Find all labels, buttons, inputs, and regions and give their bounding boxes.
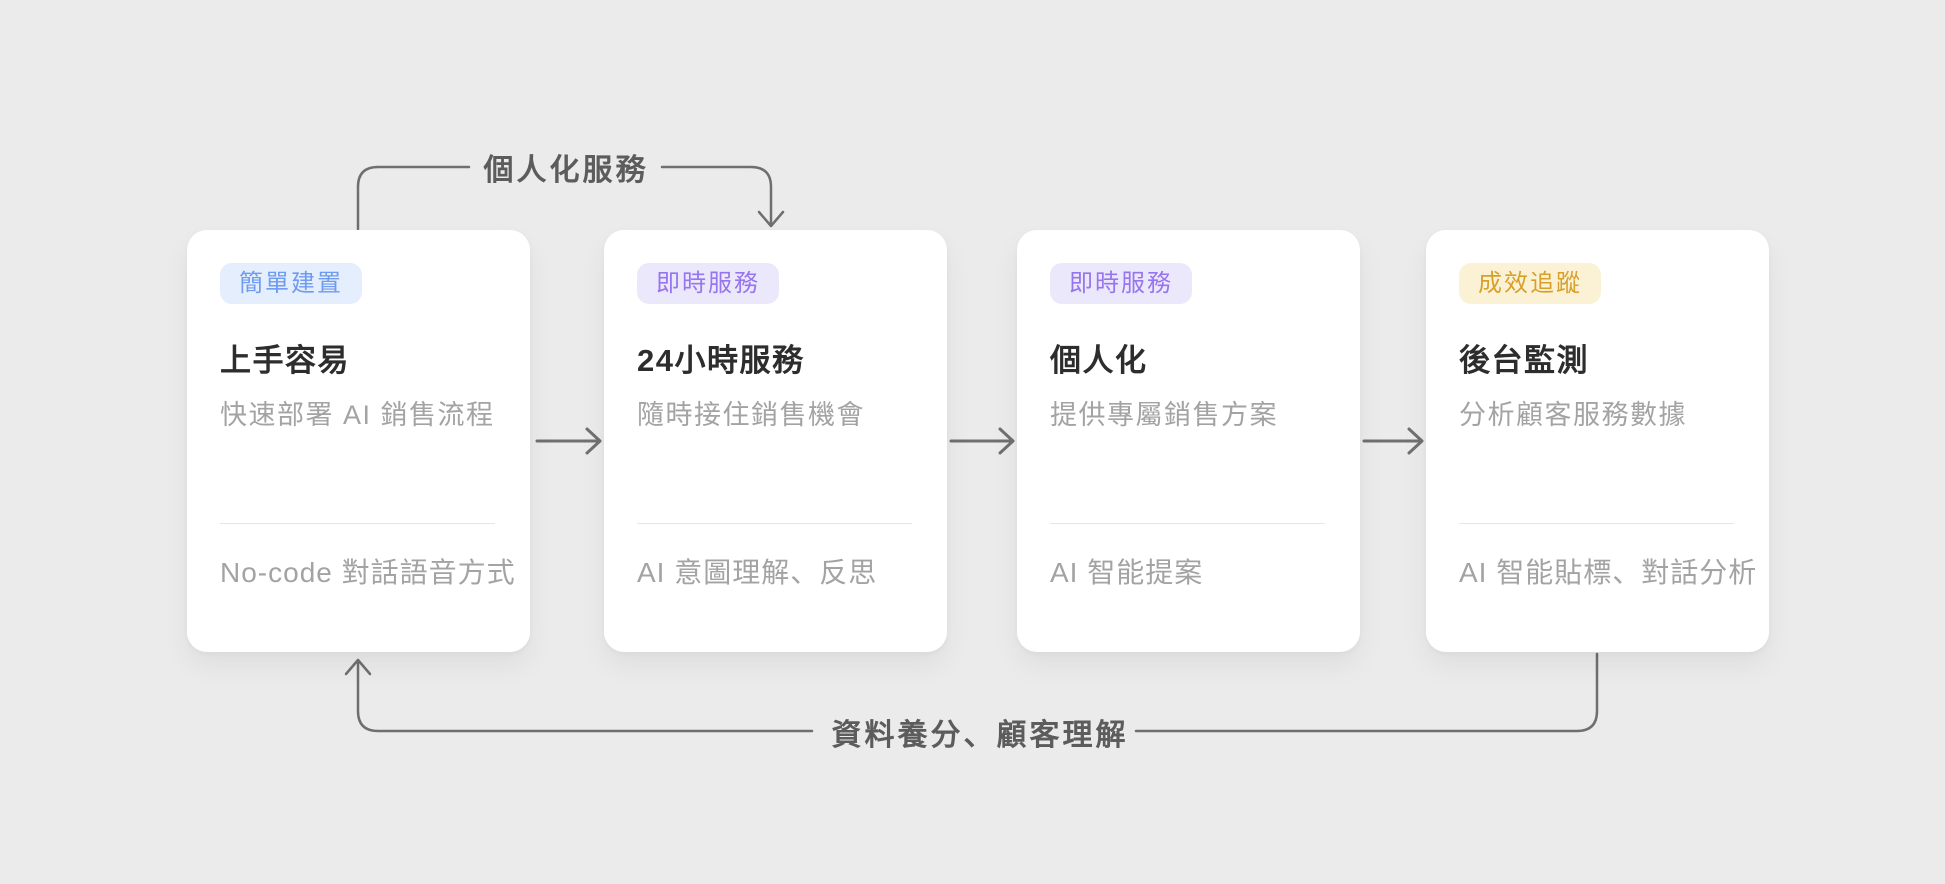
- card1-badge: 簡單建置: [220, 263, 362, 304]
- card3-title: 個人化: [1050, 343, 1148, 378]
- card1-title: 上手容易: [220, 343, 350, 378]
- card4-title: 後台監測: [1459, 343, 1589, 378]
- card1-divider: [220, 523, 495, 524]
- card3-badge: 即時服務: [1050, 263, 1192, 304]
- card1-subtitle: 快速部署 AI 銷售流程: [220, 400, 495, 430]
- card3-divider: [1050, 523, 1325, 524]
- card4-subtitle: 分析顧客服務數據: [1459, 400, 1687, 430]
- card2-badge: 即時服務: [637, 263, 779, 304]
- card-personalization: 即時服務 個人化 提供專屬銷售方案 AI 智能提案: [1017, 230, 1360, 652]
- bottom-connector-label: 資料養分、顧客理解: [831, 719, 1129, 752]
- top-connector-label: 個人化服務: [483, 154, 649, 187]
- card3-subtitle: 提供專屬銷售方案: [1050, 400, 1278, 430]
- card-24h-service: 即時服務 24小時服務 隨時接住銷售機會 AI 意圖理解、反思: [604, 230, 947, 652]
- card1-footer: No-code 對話語音方式: [220, 557, 516, 588]
- arrow-card1-card2: [535, 427, 602, 455]
- card4-divider: [1459, 523, 1734, 524]
- card2-footer: AI 意圖理解、反思: [637, 557, 878, 588]
- card3-footer: AI 智能提案: [1050, 557, 1204, 588]
- arrow-card3-card4: [1362, 427, 1424, 455]
- card4-footer: AI 智能貼標、對話分析: [1459, 557, 1758, 588]
- card2-subtitle: 隨時接住銷售機會: [637, 400, 865, 430]
- card2-divider: [637, 523, 912, 524]
- card-easy-setup: 簡單建置 上手容易 快速部署 AI 銷售流程 No-code 對話語音方式: [187, 230, 530, 652]
- arrow-card2-card3: [949, 427, 1015, 455]
- card2-title: 24小時服務: [637, 343, 805, 378]
- card4-badge: 成效追蹤: [1459, 263, 1601, 304]
- card-backend-monitoring: 成效追蹤 後台監測 分析顧客服務數據 AI 智能貼標、對話分析: [1426, 230, 1769, 652]
